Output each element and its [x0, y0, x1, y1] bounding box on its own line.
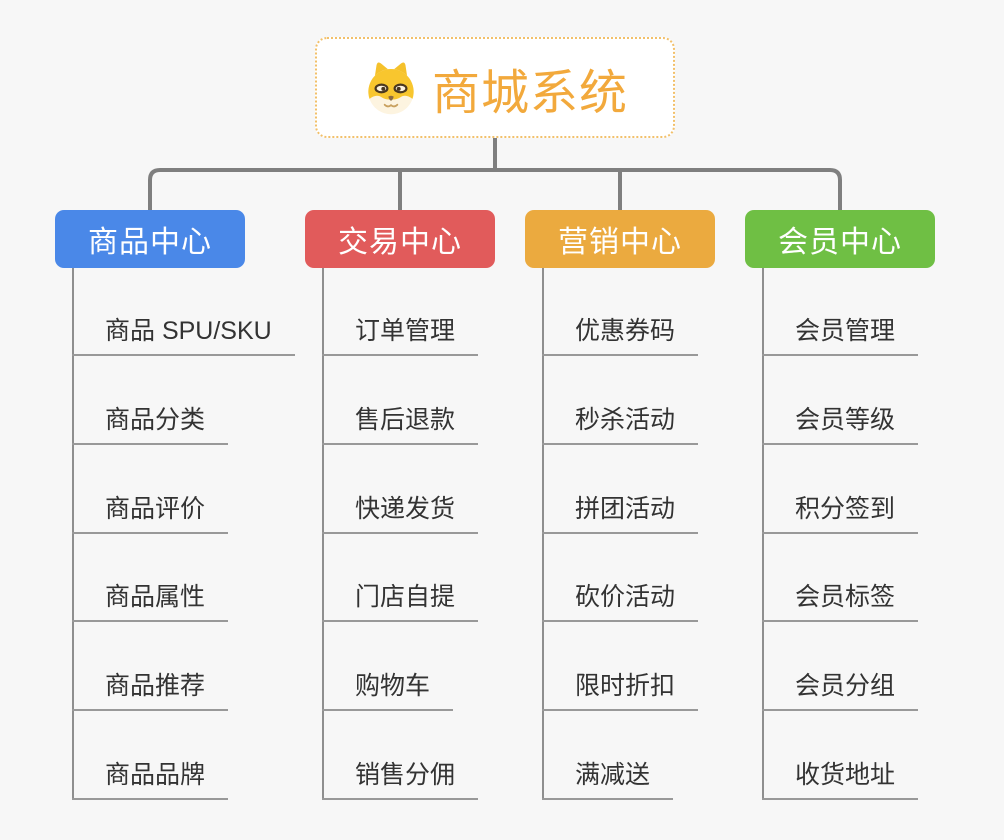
- subtopic-item[interactable]: 收货地址: [762, 748, 919, 800]
- branch-node-trade-center[interactable]: 交易中心: [305, 210, 495, 268]
- subtopic-item[interactable]: 优惠券码: [542, 304, 699, 356]
- branch-node-member-center[interactable]: 会员中心: [745, 210, 935, 268]
- subtopic-item[interactable]: 积分签到: [762, 482, 919, 534]
- branch-trunk-line: [542, 268, 544, 800]
- subtopic-item[interactable]: 商品评价: [72, 482, 229, 534]
- subtopic-item[interactable]: 购物车: [322, 659, 454, 712]
- root-title: 商城系统: [431, 66, 628, 120]
- subtopic-item[interactable]: 商品 SPU/SKU: [72, 304, 295, 356]
- subtopic-item[interactable]: 商品品牌: [72, 748, 229, 800]
- subtopic-item[interactable]: 拼团活动: [542, 482, 699, 534]
- subtopic-item[interactable]: 会员标签: [762, 570, 919, 623]
- subtopic-item[interactable]: 满减送: [542, 748, 674, 800]
- subtopic-item[interactable]: 门店自提: [322, 570, 479, 623]
- subtopic-item[interactable]: 会员分组: [762, 659, 919, 712]
- root-node-mall-system[interactable]: 商城系统: [315, 37, 675, 138]
- branch-trunk-line: [322, 268, 324, 800]
- subtopic-item[interactable]: 秒杀活动: [542, 393, 699, 445]
- branch-node-product-center[interactable]: 商品中心: [55, 210, 245, 268]
- subtopic-item[interactable]: 订单管理: [322, 304, 479, 356]
- subtopic-item[interactable]: 销售分佣: [322, 748, 479, 800]
- subtopic-item[interactable]: 砍价活动: [542, 570, 699, 623]
- subtopic-item[interactable]: 限时折扣: [542, 659, 699, 712]
- branch-trunk-line: [72, 268, 74, 800]
- subtopic-item[interactable]: 商品推荐: [72, 659, 229, 712]
- branch-rail-line: [148, 168, 842, 210]
- subtopic-item[interactable]: 快递发货: [322, 482, 479, 534]
- subtopic-item[interactable]: 会员管理: [762, 304, 919, 356]
- subtopic-item[interactable]: 售后退款: [322, 393, 479, 445]
- dog-face-icon: [368, 62, 414, 114]
- subtopic-item[interactable]: 商品属性: [72, 570, 229, 623]
- subtopic-item[interactable]: 会员等级: [762, 393, 919, 445]
- branch-trunk-line: [762, 268, 764, 800]
- subtopic-item[interactable]: 商品分类: [72, 393, 229, 445]
- branch-node-marketing-center[interactable]: 营销中心: [525, 210, 715, 268]
